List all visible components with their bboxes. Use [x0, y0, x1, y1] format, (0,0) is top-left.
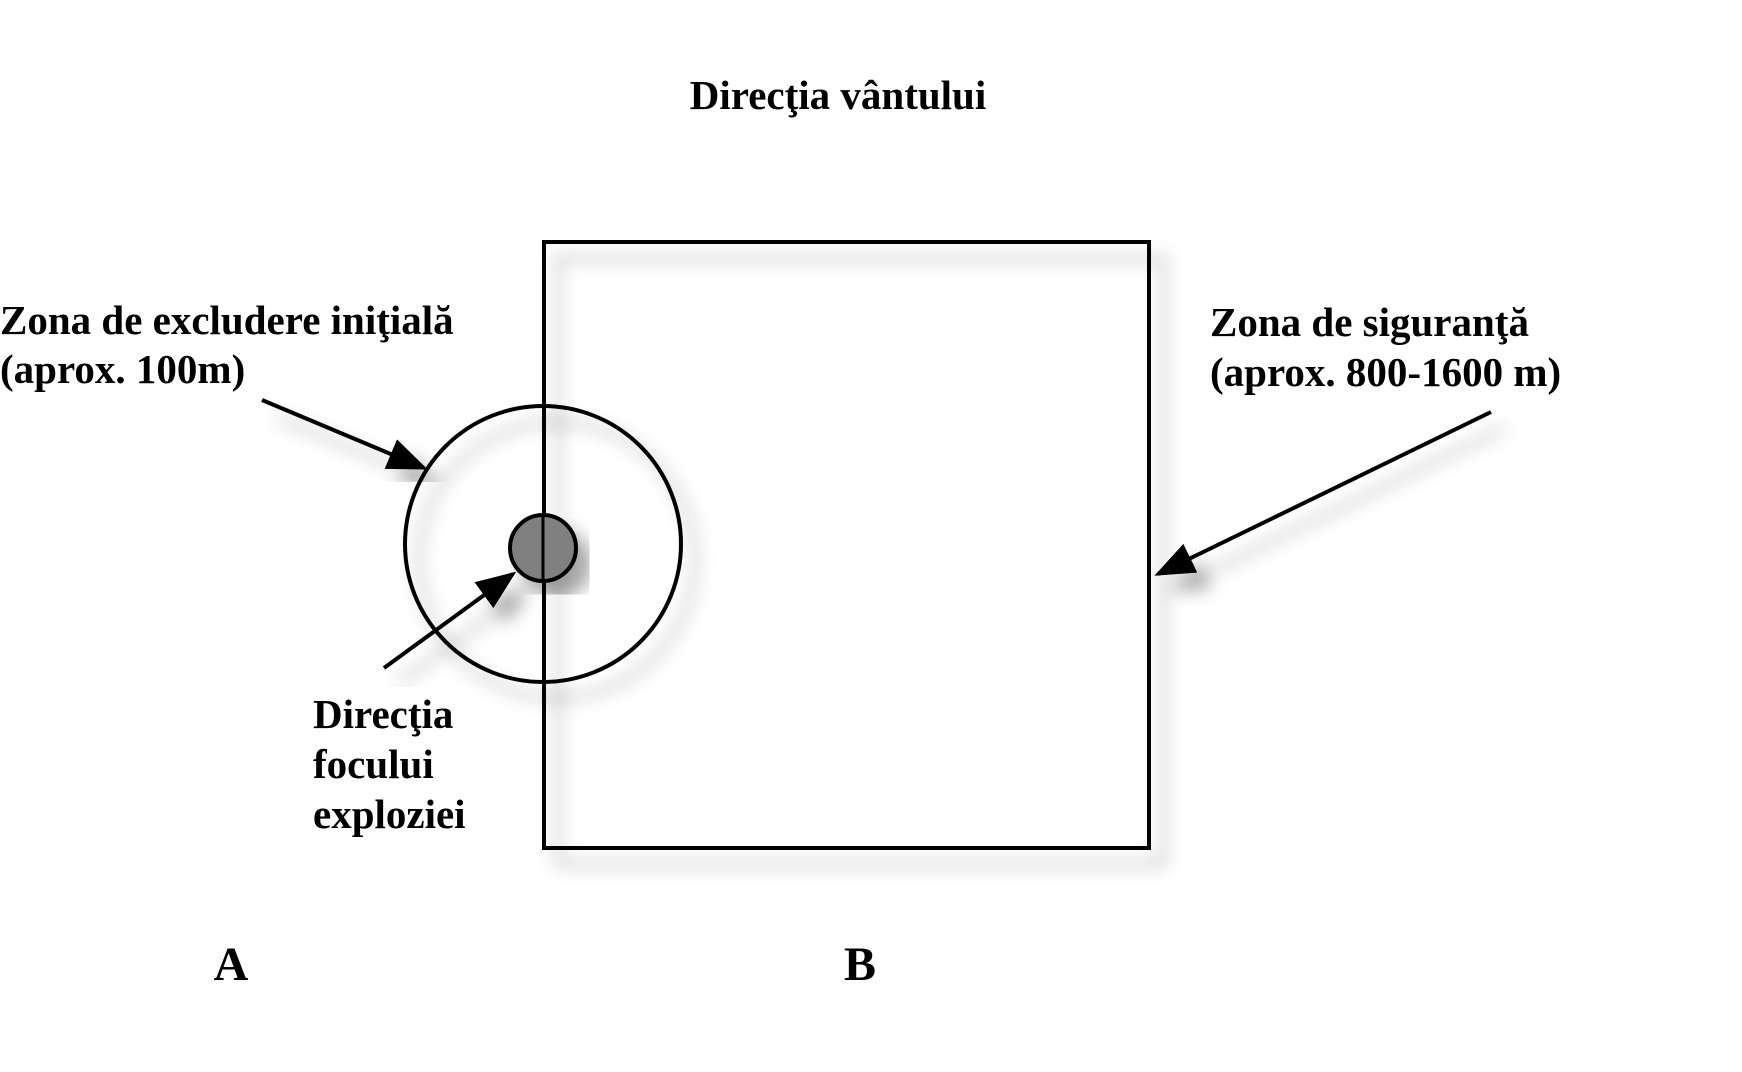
safety-zone-pointer-arrow	[1154, 410, 1492, 576]
blast-focus-pointer-arrow	[382, 571, 517, 670]
wind-direction-label: Direcţia vântului	[690, 72, 987, 118]
region-b-label: B	[844, 938, 876, 991]
initial-exclusion-pointer-arrow	[261, 398, 428, 470]
initial-exclusion-circle	[403, 404, 683, 684]
blast-focus-label: Direcţia focului exploziei	[313, 691, 466, 837]
safety-zone-square	[542, 240, 1151, 850]
initial-exclusion-label: Zona de excludere iniţială (aprox. 100m)	[0, 297, 464, 392]
region-a-label: A	[214, 938, 249, 991]
safety-zone-label: Zona de siguranţă (aprox. 800-1600 m)	[1210, 299, 1561, 395]
